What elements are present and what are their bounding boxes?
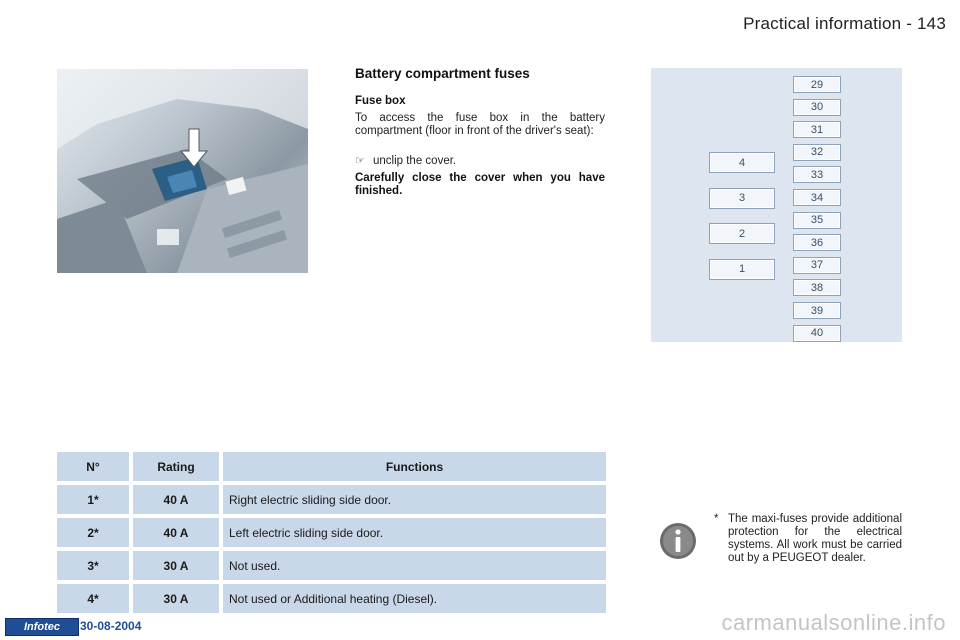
fuse-number: 4*	[57, 584, 129, 613]
section-title: Battery compartment fuses	[355, 66, 530, 81]
fuse-rating: 30 A	[133, 551, 219, 580]
battery-compartment-illustration	[57, 69, 308, 273]
maxi-fuse-1: 1	[709, 258, 775, 280]
table-row: 4* 30 A Not used or Additional heating (…	[57, 584, 606, 613]
instruction-step-text: unclip the cover.	[373, 155, 457, 167]
table-row: 1* 40 A Right electric sliding side door…	[57, 485, 606, 514]
table-row: 3* 30 A Not used.	[57, 551, 606, 580]
table-header-row: N° Rating Functions	[57, 452, 606, 481]
maxi-fuse-note: * The maxi-fuses provide additional prot…	[714, 513, 902, 565]
table-row: 2* 40 A Left electric sliding side door.	[57, 518, 606, 547]
mini-fuse-30: 30	[793, 98, 841, 116]
fuse-number: 1*	[57, 485, 129, 514]
mini-fuse-29: 29	[793, 76, 841, 93]
mini-fuse-32: 32	[793, 143, 841, 161]
maxi-fuse-2: 2	[709, 223, 775, 244]
info-icon	[660, 523, 696, 559]
fuse-rating: 30 A	[133, 584, 219, 613]
mini-fuse-38: 38	[793, 279, 841, 297]
fuse-function: Right electric sliding side door.	[223, 485, 606, 514]
mini-fuse-37: 37	[793, 256, 841, 274]
mini-fuse-40: 40	[793, 324, 841, 342]
mini-fuse-35: 35	[793, 211, 841, 229]
fuse-rating: 40 A	[133, 518, 219, 547]
fuse-function: Not used.	[223, 551, 606, 580]
watermark: carmanualsonline.info	[721, 610, 946, 635]
column-header-number: N°	[57, 452, 129, 481]
fuse-number: 3*	[57, 551, 129, 580]
footnote-star: *	[714, 513, 719, 525]
maxi-fuse-3: 3	[709, 187, 775, 209]
mini-fuse-33: 33	[793, 166, 841, 184]
close-cover-note: Carefully close the cover when you have …	[355, 172, 605, 197]
maxi-fuse-4: 4	[709, 152, 775, 173]
maxi-fuse-note-text: The maxi-fuses provide additional protec…	[728, 513, 902, 564]
column-header-rating: Rating	[133, 452, 219, 481]
mini-fuse-31: 31	[793, 121, 841, 139]
fuse-box-subheading: Fuse box	[355, 95, 406, 107]
infotec-logo: Infotec	[5, 618, 79, 636]
fuse-rating: 40 A	[133, 485, 219, 514]
publication-date: 30-08-2004	[80, 619, 142, 633]
fuse-function: Not used or Additional heating (Diesel).	[223, 584, 606, 613]
mini-fuse-34: 34	[793, 189, 841, 206]
fuse-function: Left electric sliding side door.	[223, 518, 606, 547]
mini-fuse-39: 39	[793, 302, 841, 319]
pointing-hand-icon: ☞	[355, 155, 365, 167]
access-instructions: To access the fuse box in the battery co…	[355, 112, 605, 137]
fuse-number: 2*	[57, 518, 129, 547]
mini-fuse-36: 36	[793, 234, 841, 252]
page-title: Practical information - 143	[743, 14, 946, 33]
instruction-step: ☞ unclip the cover.	[355, 154, 456, 167]
column-header-functions: Functions	[223, 452, 606, 481]
battery-compartment-photo	[57, 69, 308, 273]
